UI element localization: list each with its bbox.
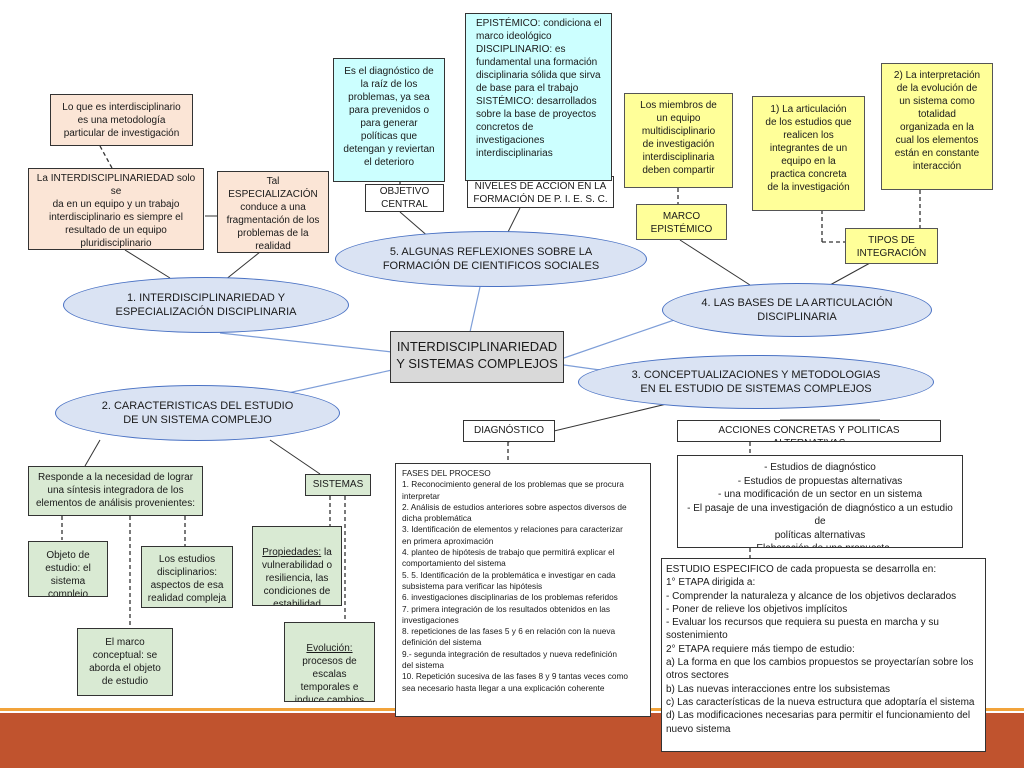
box-acciones-concretas: ACCIONES CONCRETAS Y POLITICAS ALTERNATI… [677,420,941,442]
box-tipos-integracion: TIPOS DE INTEGRACIÓN [845,228,938,264]
box-estudio-especifico: ESTUDIO ESPECIFICO de cada propuesta se … [661,558,986,752]
box-objetivo-central: OBJETIVO CENTRAL [365,184,444,212]
central-topic: INTERDISCIPLINARIEDAD Y SISTEMAS COMPLEJ… [390,331,564,383]
topic-2-caracteristicas: 2. CARACTERISTICAS DEL ESTUDIO DE UN SIS… [55,385,340,441]
box-marco-epistemico: MARCO EPISTÉMICO [636,204,727,240]
box-propiedades: Propiedades: la vulnerabilidad o resilie… [252,526,342,606]
box-estudios-diagnostico: - Estudios de diagnóstico - Estudios de … [677,455,963,548]
box-diagnostico: DIAGNÓSTICO [463,420,555,442]
topic-1-interdisciplinariedad: 1. INTERDISCIPLINARIEDAD Y ESPECIALIZACI… [63,277,349,333]
box-fases-proceso: FASES DEL PROCESO 1. Reconocimiento gene… [395,463,651,717]
box-metodologia: Lo que es interdisciplinario es una meto… [50,94,193,146]
topic-4-bases-articulacion: 4. LAS BASES DE LA ARTICULACIÓN DISCIPLI… [662,283,932,337]
box-articulacion: 1) La articulación de los estudios que r… [752,96,865,211]
box-epistemico: EPISTÉMICO: condiciona el marco ideológi… [465,13,612,181]
box-interdisciplinariedad: La INTERDISCIPLINARIEDAD solo se da en u… [28,168,204,250]
box-responde: Responde a la necesidad de lograr una sí… [28,466,203,516]
box-evolucion: Evolución: procesos de escalas temporale… [284,622,375,702]
box-interpretacion: 2) La interpretación de la evolución de … [881,63,993,190]
evolucion-label: Evolución: [306,643,353,654]
box-sistemas: SISTEMAS [305,474,371,496]
box-diagnostico-raiz: Es el diagnóstico de la raíz de los prob… [333,58,445,182]
box-especializacion: Tal ESPECIALIZACIÓN conduce a una fragme… [217,171,329,253]
evolucion-text: procesos de escalas temporales e induce … [294,656,365,702]
box-marco-conceptual: El marco conceptual: se aborda el objeto… [77,628,173,696]
topic-5-reflexiones: 5. ALGUNAS REFLEXIONES SOBRE LA FORMACIÓ… [335,231,647,287]
topic-3-conceptualizaciones: 3. CONCEPTUALIZACIONES Y METODOLOGIAS EN… [578,355,934,409]
propiedades-label: Propiedades: [262,547,322,558]
box-objeto-estudio: Objeto de estudio: el sistema complejo [28,541,108,597]
box-miembros: Los miembros de un equipo multidisciplin… [624,93,733,188]
box-estudios-disciplinarios: Los estudios disciplinarios: aspectos de… [141,546,233,608]
propiedades-text: la vulnerabilidad o resiliencia, las con… [261,547,333,606]
